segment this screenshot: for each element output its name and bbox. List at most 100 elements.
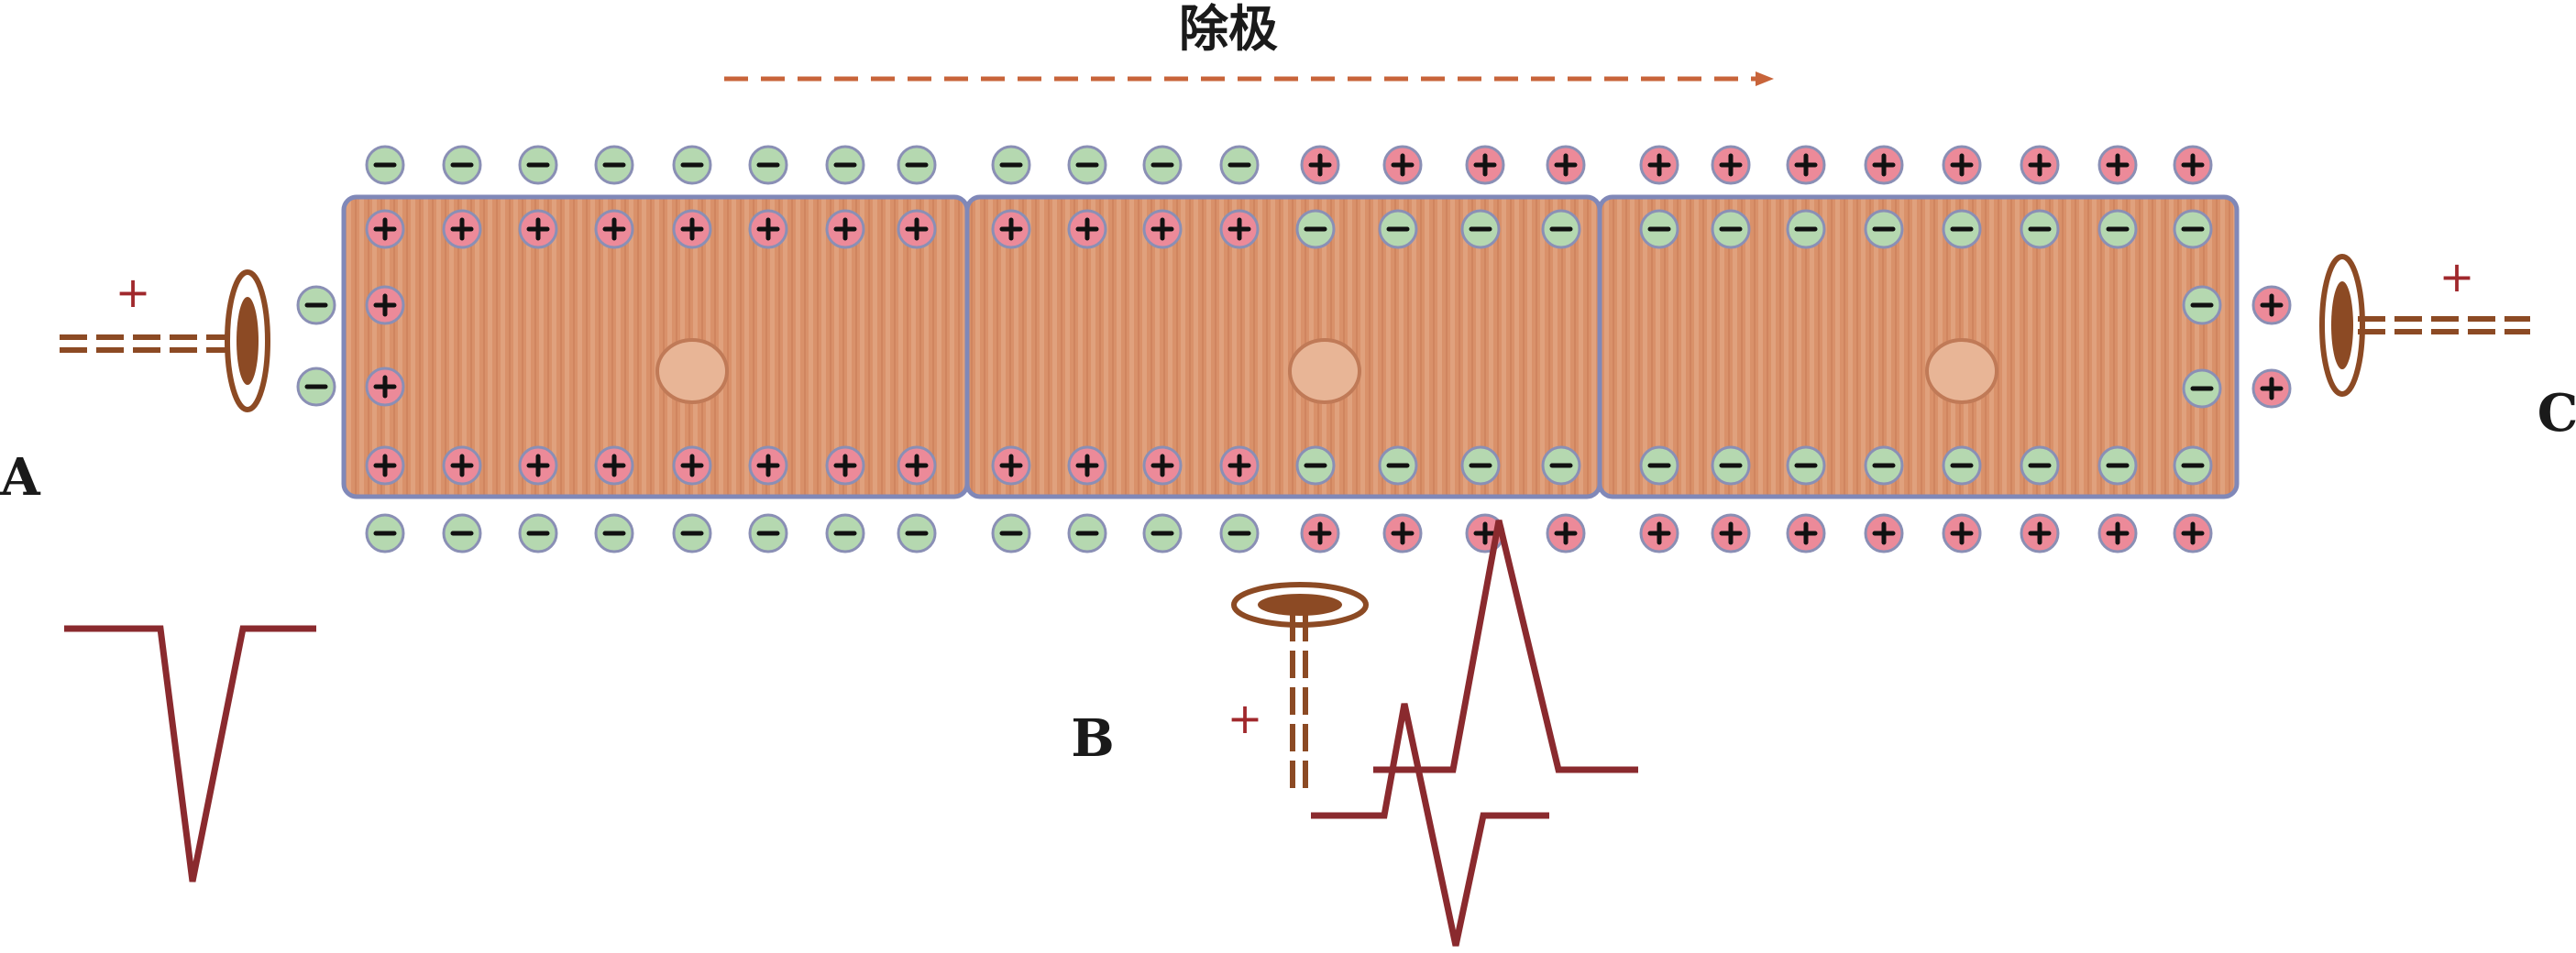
waveform-c-positive	[1373, 520, 1638, 773]
charge-positive	[365, 367, 405, 407]
charge-positive	[1382, 145, 1423, 185]
cell-1	[341, 194, 970, 499]
charge-negative	[672, 145, 712, 185]
nucleus	[1288, 338, 1361, 404]
charge-positive	[2020, 513, 2060, 553]
charge-positive	[518, 445, 558, 486]
charge-negative	[1067, 513, 1107, 553]
charge-positive	[1786, 145, 1826, 185]
charge-positive	[1942, 145, 1982, 185]
charge-positive	[1142, 445, 1183, 486]
electrode-b: + B	[1071, 582, 1369, 788]
charge-negative	[1219, 145, 1260, 185]
cell-3	[1597, 194, 2240, 499]
waveform-a-negative	[64, 625, 316, 882]
charge-negative	[2173, 209, 2213, 249]
charge-negative	[748, 145, 788, 185]
charge-positive	[2097, 145, 2138, 185]
charge-negative	[825, 145, 865, 185]
charge-negative	[897, 145, 937, 185]
charge-negative	[1142, 145, 1183, 185]
charge-positive	[518, 209, 558, 249]
charge-negative	[2097, 445, 2138, 486]
charge-negative	[2097, 209, 2138, 249]
electrode-a-polarity: +	[116, 268, 151, 317]
charge-negative	[672, 513, 712, 553]
charge-negative	[1711, 445, 1751, 486]
charge-positive	[1864, 145, 1904, 185]
charge-negative	[1295, 445, 1336, 486]
charge-negative	[1460, 209, 1501, 249]
charge-negative	[1942, 445, 1982, 486]
cell-2	[964, 194, 1602, 499]
electrode-b-polarity: +	[1227, 694, 1263, 743]
charge-positive	[1300, 145, 1340, 185]
charge-negative	[1864, 209, 1904, 249]
charge-positive	[1711, 513, 1751, 553]
charge-positive	[1546, 513, 1586, 553]
charge-negative	[2173, 445, 2213, 486]
charge-negative	[365, 513, 405, 553]
depolarization-title: 除极	[1179, 0, 1278, 58]
charge-negative	[2020, 445, 2060, 486]
charge-negative	[2182, 368, 2222, 409]
charge-positive	[365, 285, 405, 325]
charge-positive	[365, 209, 405, 249]
charge-positive	[1219, 445, 1260, 486]
charge-positive	[1546, 145, 1586, 185]
charge-negative	[1639, 445, 1679, 486]
charge-positive	[748, 445, 788, 486]
charge-negative	[897, 513, 937, 553]
charge-positive	[672, 209, 712, 249]
nucleus	[1925, 338, 1998, 404]
electrode-c: + C	[2319, 252, 2576, 444]
charge-negative	[1067, 145, 1107, 185]
charge-negative	[442, 513, 482, 553]
charge-positive	[1711, 145, 1751, 185]
charge-positive	[897, 445, 937, 486]
charge-negative	[1378, 445, 1418, 486]
charge-positive	[748, 209, 788, 249]
charge-negative	[1786, 209, 1826, 249]
nucleus	[655, 338, 729, 404]
charge-positive	[1639, 145, 1679, 185]
charge-positive	[2173, 513, 2213, 553]
charge-positive	[1300, 513, 1340, 553]
charge-negative	[1541, 445, 1581, 486]
electrode-b-label: B	[1071, 708, 1114, 769]
charge-negative	[2182, 285, 2222, 325]
charge-markers	[296, 145, 2292, 553]
charge-negative	[518, 145, 558, 185]
charge-negative	[1142, 513, 1183, 553]
charge-positive	[825, 209, 865, 249]
electrode-c-label: C	[2537, 383, 2576, 444]
charge-positive	[365, 445, 405, 486]
charge-positive	[2097, 513, 2138, 553]
charge-positive	[1142, 209, 1183, 249]
charge-positive	[2020, 145, 2060, 185]
charge-negative	[1295, 209, 1336, 249]
charge-positive	[2251, 368, 2292, 409]
charge-positive	[672, 445, 712, 486]
charge-negative	[1639, 209, 1679, 249]
charge-positive	[1067, 209, 1107, 249]
waveform-b-biphasic	[1311, 703, 1549, 947]
charge-positive	[594, 445, 634, 486]
charge-negative	[296, 285, 336, 325]
charge-negative	[1219, 513, 1260, 553]
charge-negative	[594, 513, 634, 553]
charge-negative	[991, 513, 1031, 553]
charge-positive	[991, 445, 1031, 486]
charge-negative	[296, 367, 336, 407]
charge-negative	[518, 513, 558, 553]
charge-negative	[825, 513, 865, 553]
electrode-c-polarity: +	[2439, 252, 2475, 301]
charge-positive	[897, 209, 937, 249]
charge-positive	[1382, 513, 1423, 553]
charge-positive	[1067, 445, 1107, 486]
charge-negative	[365, 145, 405, 185]
charge-positive	[1942, 513, 1982, 553]
charge-negative	[991, 145, 1031, 185]
charge-positive	[442, 445, 482, 486]
